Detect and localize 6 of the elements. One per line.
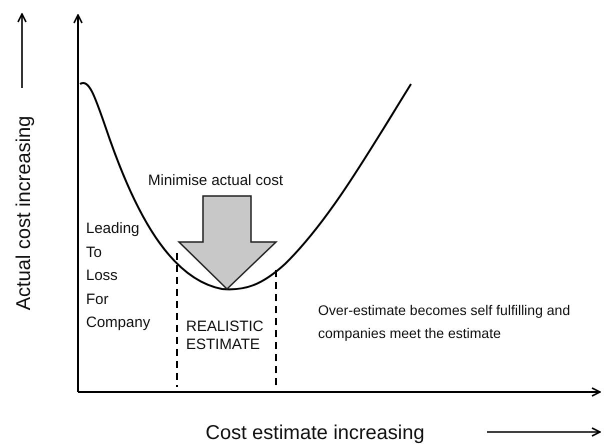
region-label: REALISTIC ESTIMATE <box>186 318 265 354</box>
arrow-caption: Minimise actual cost <box>148 172 284 190</box>
region-label: Over-estimate becomes self fulfilling and companies meet the estimate <box>318 301 572 343</box>
axis-label: Cost estimate increasing <box>204 421 426 445</box>
region-label: Leading To Loss For Company <box>86 219 152 333</box>
axis-label: Actual cost increasing <box>12 114 36 312</box>
